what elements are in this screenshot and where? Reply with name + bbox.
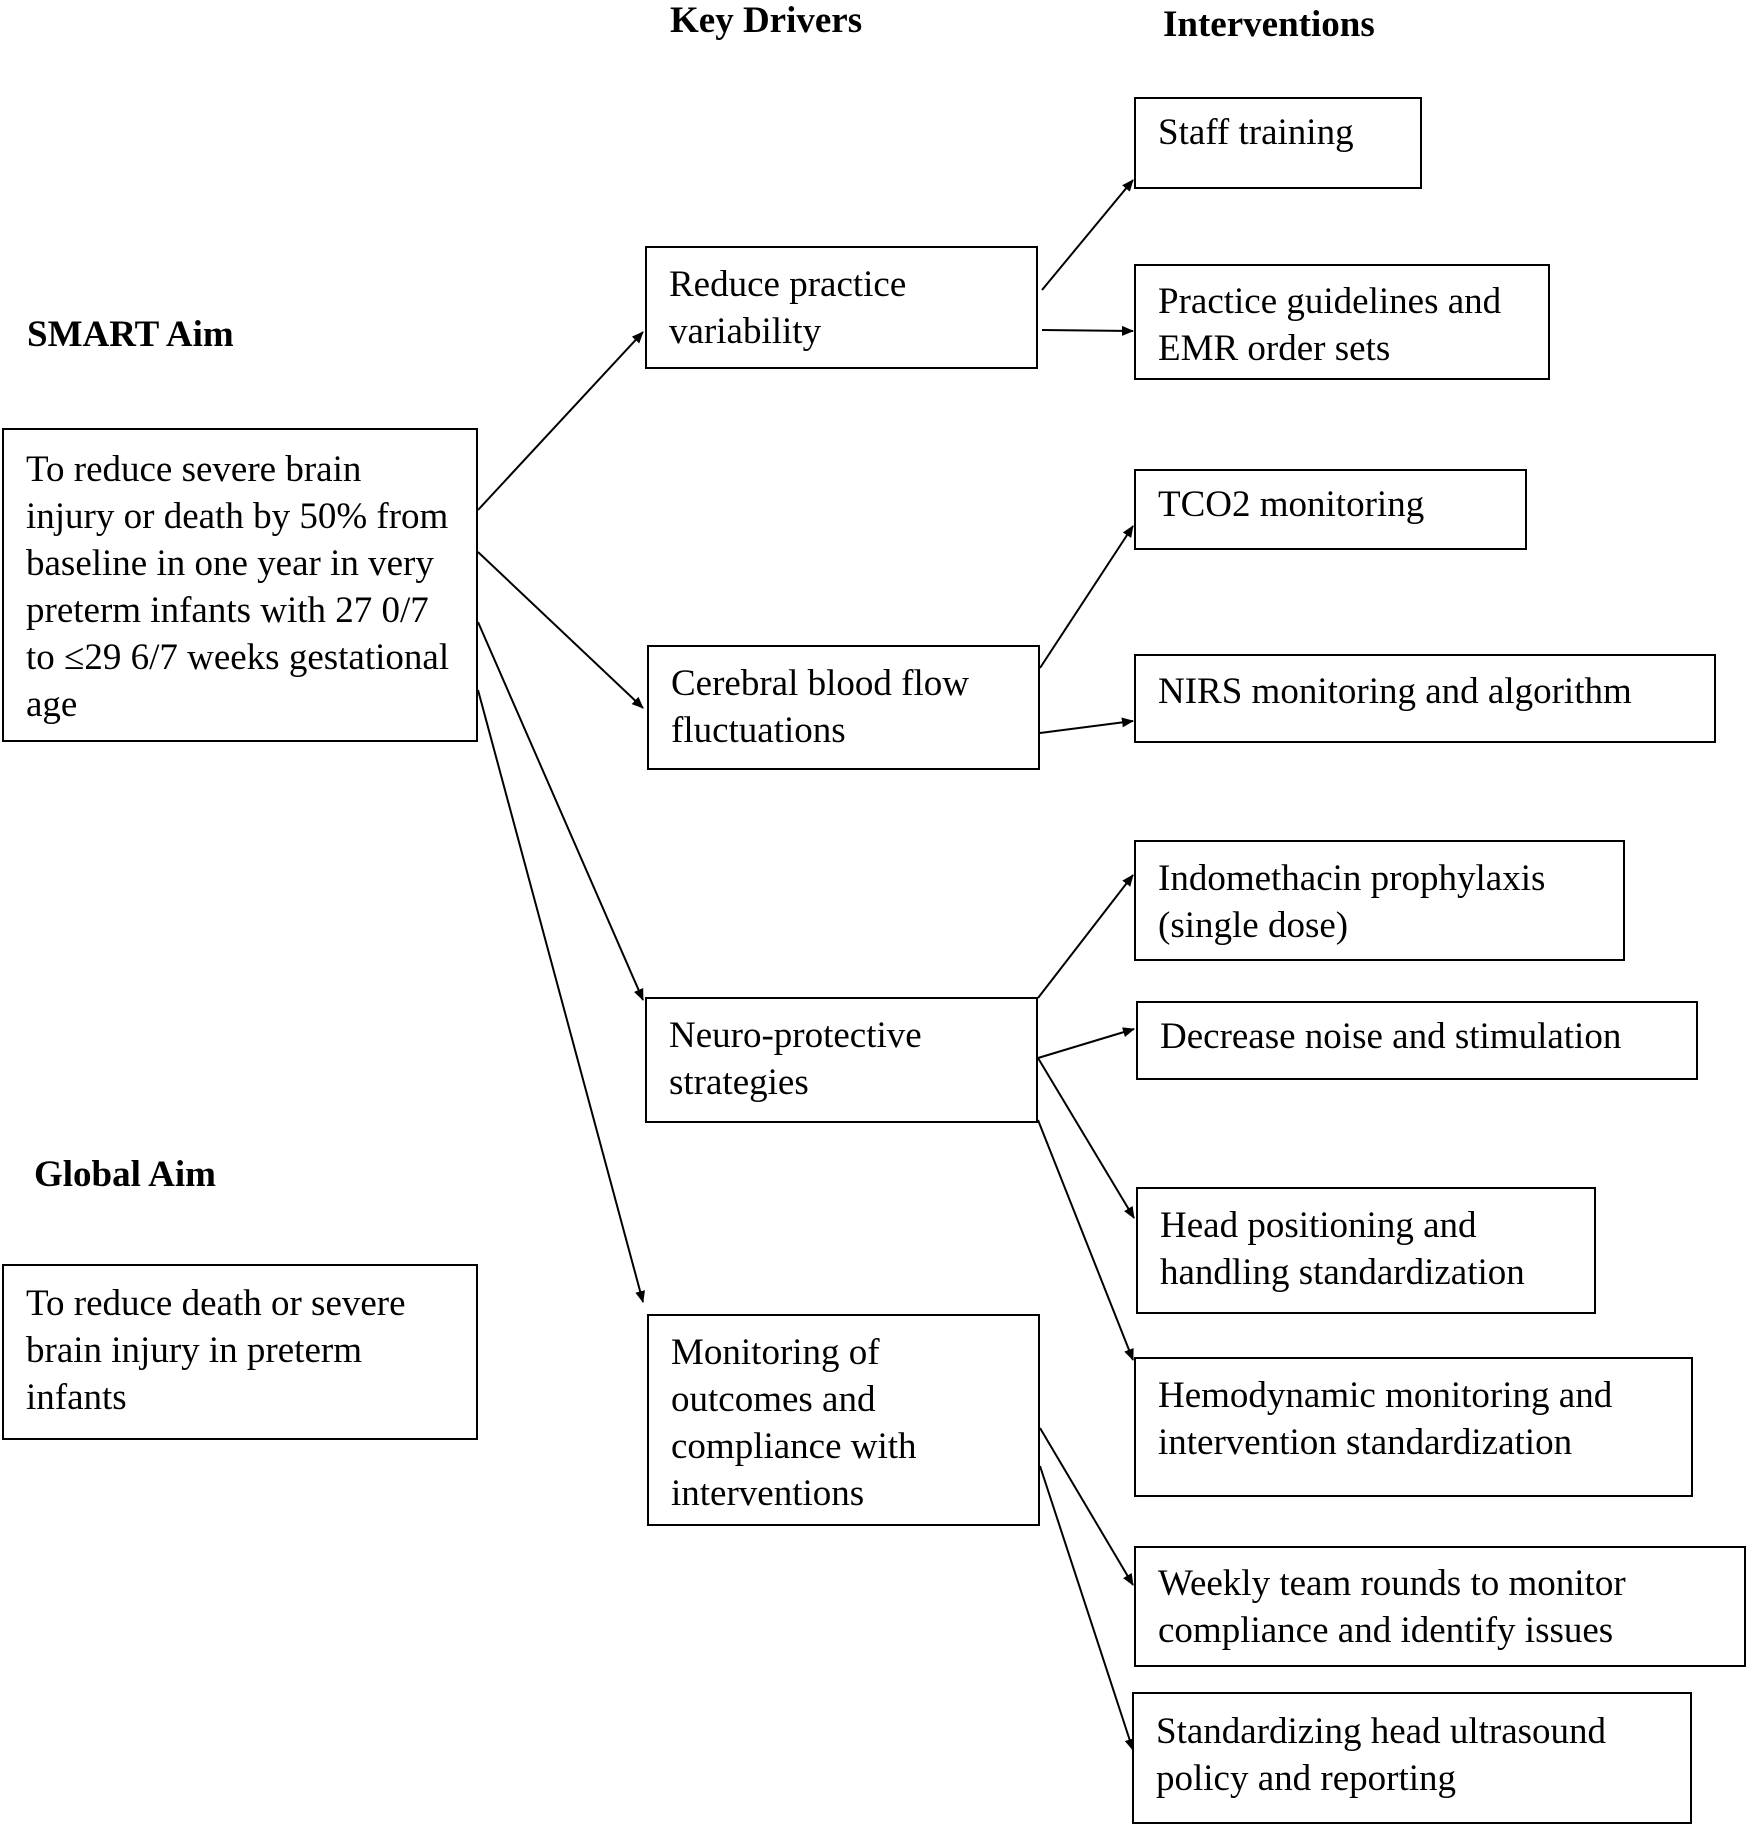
arrow-driver1-to-practice-guidelines (1041, 325, 1134, 336)
smart-aim-box: To reduce severe brain injury or death b… (2, 428, 478, 742)
arrow-driver3-to-noise (1037, 1027, 1135, 1059)
arrow-aim-to-driver-4 (477, 689, 645, 1303)
global-aim-box: To reduce death or severe brain injury i… (2, 1264, 478, 1440)
intervention-tco2-monitoring: TCO2 monitoring (1134, 469, 1527, 550)
driver-cerebral-blood-flow: Cerebral blood flow fluctuations (647, 645, 1040, 770)
driver-reduce-practice-variability: Reduce practice variability (645, 246, 1038, 369)
arrow-driver2-to-nirs (1039, 717, 1134, 734)
intervention-hemodynamic-monitoring: Hemodynamic monitoring and intervention … (1134, 1357, 1693, 1497)
intervention-nirs-monitoring: NIRS monitoring and algorithm (1134, 654, 1716, 743)
arrow-driver2-to-tco2 (1039, 525, 1134, 669)
intervention-staff-training: Staff training (1134, 97, 1422, 189)
intervention-practice-guidelines: Practice guidelines and EMR order sets (1134, 264, 1550, 380)
global-aim-heading: Global Aim (34, 1154, 216, 1195)
intervention-head-positioning: Head positioning and handling standardiz… (1136, 1187, 1596, 1314)
intervention-head-ultrasound-policy: Standardizing head ultrasound policy and… (1132, 1692, 1692, 1824)
arrow-aim-to-driver-3 (477, 621, 644, 1001)
arrow-driver3-to-head-positioning (1037, 1057, 1135, 1219)
intervention-indomethacin-prophylaxis: Indomethacin prophylaxis (single dose) (1134, 840, 1625, 961)
interventions-heading: Interventions (1163, 4, 1375, 45)
key-drivers-heading: Key Drivers (670, 0, 863, 41)
driver-monitoring-outcomes-compliance: Monitoring of outcomes and compliance wi… (647, 1314, 1040, 1526)
arrow-aim-to-driver-2 (477, 551, 644, 709)
arrow-driver3-to-indomethacin (1037, 874, 1134, 999)
arrow-driver4-to-weekly-rounds (1039, 1427, 1134, 1586)
intervention-decrease-noise: Decrease noise and stimulation (1136, 1001, 1698, 1080)
smart-aim-heading: SMART Aim (27, 314, 234, 355)
intervention-weekly-team-rounds: Weekly team rounds to monitor compliance… (1134, 1546, 1746, 1667)
driver-neuro-protective-strategies: Neuro-protective strategies (645, 997, 1038, 1123)
arrow-driver3-to-hemodynamic (1037, 1119, 1134, 1361)
arrow-aim-to-driver-1 (477, 331, 644, 511)
arrow-driver1-to-staff-training (1041, 179, 1134, 291)
arrow-driver4-to-ultrasound (1039, 1465, 1135, 1751)
